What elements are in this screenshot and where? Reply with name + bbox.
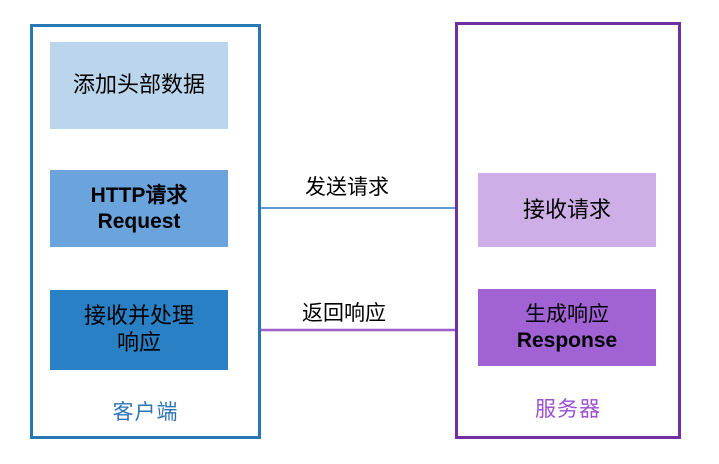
- client-panel-caption: 客户端: [112, 401, 179, 424]
- box-generate-response[interactable]: 生成响应 Response: [478, 289, 656, 366]
- box-handle-response[interactable]: 接收并处理 响应: [50, 290, 228, 370]
- box-generate-response-line2: Response: [516, 328, 618, 352]
- box-receive-request-line1: 接收请求: [522, 196, 611, 222]
- box-http-request[interactable]: HTTP请求 Request: [50, 170, 228, 247]
- box-add-header-line1: 添加头部数据: [72, 72, 205, 98]
- client-panel: 添加头部数据 HTTP请求 Request 接收并处理 响应 客户端: [30, 24, 261, 439]
- box-receive-request[interactable]: 接收请求: [478, 173, 656, 247]
- box-handle-response-line1: 接收并处理: [83, 303, 194, 329]
- box-add-header[interactable]: 添加头部数据: [50, 42, 228, 129]
- box-handle-response-line2: 响应: [116, 330, 161, 355]
- box-http-request-line2: Request: [97, 209, 181, 233]
- server-panel-caption: 服务器: [535, 398, 601, 421]
- label-return-response: 返回响应: [302, 302, 386, 325]
- box-http-request-line1: HTTP请求: [90, 183, 188, 207]
- box-generate-response-line1: 生成响应: [525, 302, 609, 326]
- label-send-request: 发送请求: [305, 176, 389, 199]
- server-panel: 接收请求 生成响应 Response 服务器: [455, 22, 681, 439]
